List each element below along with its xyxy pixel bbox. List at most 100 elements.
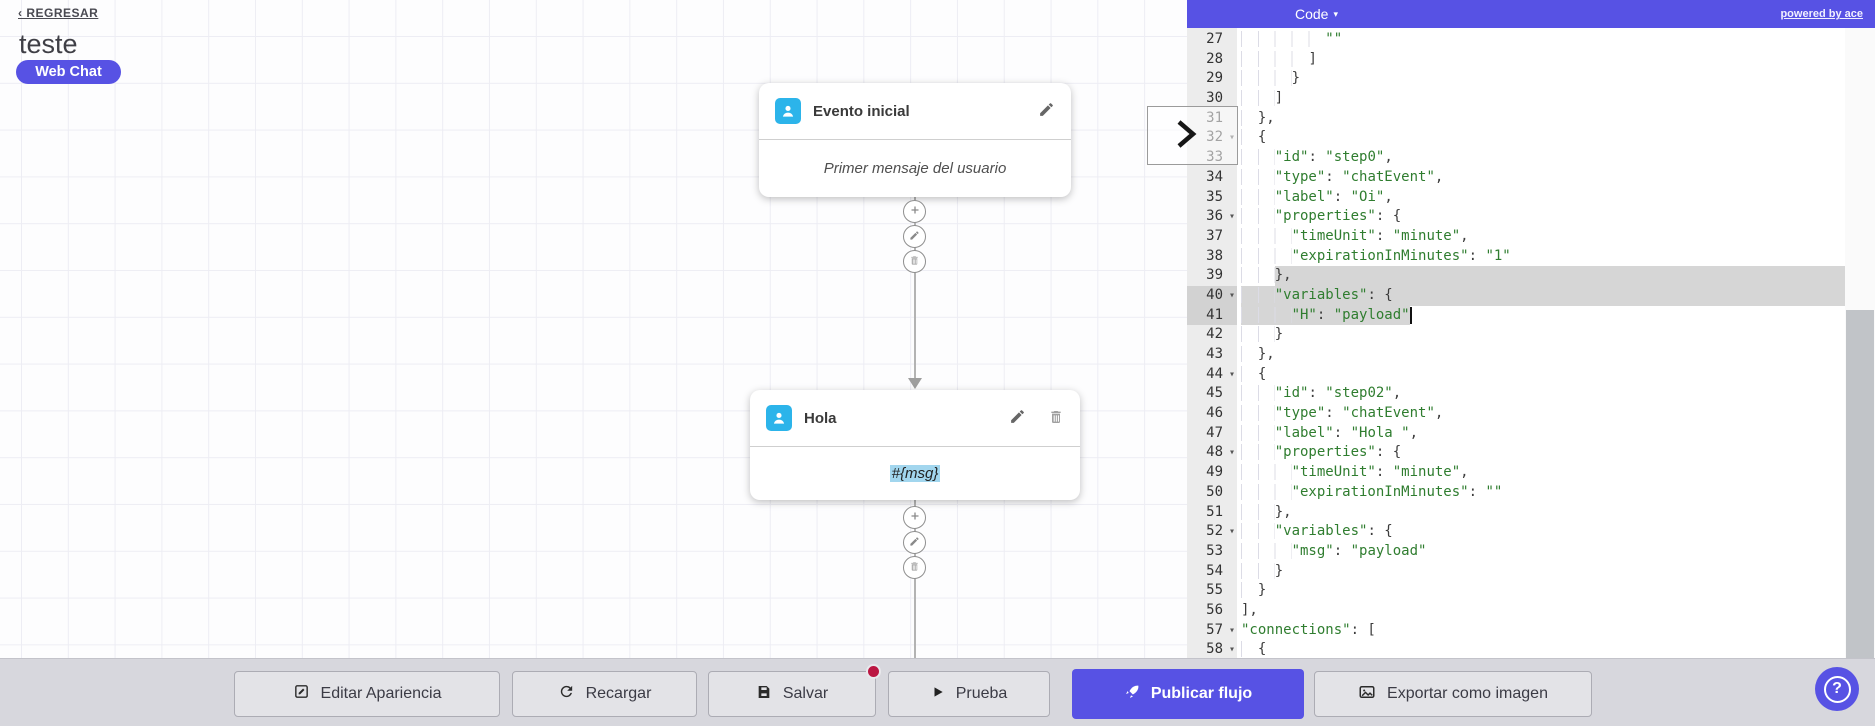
help-button[interactable]: ? <box>1815 667 1859 711</box>
code-line: 43 }, <box>1187 345 1845 365</box>
code-text-area[interactable]: 27 ""28 ]29 }30 ]31 },32▾ {33 "id": "ste… <box>1187 28 1845 658</box>
fold-toggle-icon[interactable]: ▾ <box>1228 211 1235 223</box>
code-line: 54 } <box>1187 561 1845 582</box>
plus-icon <box>909 204 921 219</box>
node-body-text: Primer mensaje del usuario <box>823 160 1007 177</box>
code-line: 28 ] <box>1187 49 1845 70</box>
code-line-content: "expirationInMinutes": "" <box>1237 483 1845 503</box>
code-line-content: ], <box>1241 601 1258 618</box>
edit-step-button[interactable] <box>903 531 926 554</box>
add-step-button[interactable] <box>903 506 926 529</box>
add-step-button[interactable] <box>903 200 926 223</box>
save-button[interactable]: Salvar <box>708 671 876 717</box>
export-image-button[interactable]: Exportar como imagen <box>1314 671 1592 717</box>
text-selection <box>1274 266 1845 286</box>
code-line: 57▾"connections": [ <box>1187 620 1845 641</box>
code-line: 41 "H": "payload" <box>1187 305 1845 326</box>
code-line: 58▾ { <box>1187 640 1845 658</box>
fold-toggle-icon[interactable]: ▾ <box>1228 526 1235 538</box>
code-line-content: "properties": { <box>1237 443 1845 463</box>
button-label: Editar Apariencia <box>320 685 442 702</box>
button-label: Exportar como imagen <box>1387 685 1548 702</box>
pencil-icon <box>1009 408 1026 428</box>
page-title: teste <box>19 29 78 59</box>
edit-step-button[interactable] <box>903 225 926 248</box>
question-mark-icon: ? <box>1823 675 1851 703</box>
code-line-content: ] <box>1237 50 1845 70</box>
code-line-content: }, <box>1237 503 1845 523</box>
line-number: 27 <box>1187 30 1237 50</box>
line-number: 50 <box>1187 482 1237 503</box>
publish-flow-button[interactable]: Publicar flujo <box>1072 669 1304 719</box>
button-label: Prueba <box>955 685 1008 702</box>
fold-toggle-icon[interactable]: ▾ <box>1228 447 1235 459</box>
line-number: 37 <box>1187 226 1237 247</box>
edit-appearance-button[interactable]: Editar Apariencia <box>234 671 500 717</box>
code-line-content: "id": "step0", <box>1237 148 1845 168</box>
code-line-content: } <box>1237 581 1845 601</box>
line-number: 34 <box>1187 167 1237 188</box>
fold-toggle-icon[interactable]: ▾ <box>1228 289 1235 301</box>
scrollbar-thumb[interactable] <box>1846 310 1874 658</box>
powered-by-ace-link[interactable]: powered by ace <box>1780 8 1863 20</box>
node-title: Hola <box>804 409 837 427</box>
code-line: 30 ] <box>1187 89 1845 109</box>
connector-arrow-icon <box>908 378 922 389</box>
code-line-content: ] <box>1237 89 1845 109</box>
connector-line <box>914 197 916 378</box>
code-line: 47 "label": "Hola ", <box>1187 423 1845 444</box>
fold-toggle-icon[interactable]: ▾ <box>1228 624 1235 636</box>
code-line-content: } <box>1237 562 1845 582</box>
save-icon <box>756 684 772 705</box>
delete-step-button[interactable] <box>903 250 926 273</box>
edit-node-button[interactable] <box>1009 408 1026 428</box>
line-number: 52▾ <box>1187 522 1237 542</box>
trash-icon <box>1048 409 1064 428</box>
code-line-content: }, <box>1237 109 1845 129</box>
edit-square-icon <box>293 683 310 705</box>
fold-toggle-icon[interactable]: ▾ <box>1228 368 1235 380</box>
editor-scrollbar[interactable] <box>1845 28 1875 658</box>
button-label: Salvar <box>782 685 829 702</box>
line-number: 46 <box>1187 404 1237 424</box>
pencil-icon <box>909 229 920 244</box>
fold-toggle-icon[interactable]: ▾ <box>1228 644 1235 656</box>
line-number: 44▾ <box>1187 364 1237 385</box>
code-line: 29 } <box>1187 69 1845 90</box>
edit-node-button[interactable] <box>1038 101 1055 121</box>
delete-step-button[interactable] <box>903 556 926 579</box>
test-button[interactable]: Prueba <box>888 671 1050 717</box>
play-icon <box>931 685 945 704</box>
unsaved-changes-dot <box>866 664 881 679</box>
code-line-content: }, <box>1237 345 1845 365</box>
code-line: 38 "expirationInMinutes": "1" <box>1187 246 1845 267</box>
rocket-icon <box>1124 684 1140 705</box>
code-line: 35 "label": "Oi", <box>1187 187 1845 208</box>
code-line-content: "type": "chatEvent", <box>1237 168 1845 188</box>
flow-node-hola[interactable]: Hola #{msg} <box>750 390 1080 500</box>
code-line: 32▾ { <box>1187 128 1845 149</box>
code-line: 48▾ "properties": { <box>1187 443 1845 464</box>
code-line: 27 "" <box>1187 30 1845 50</box>
user-icon <box>766 405 792 431</box>
code-line: 51 }, <box>1187 502 1845 523</box>
line-number: 57▾ <box>1187 620 1237 641</box>
code-line-content: "id": "step02", <box>1237 384 1845 404</box>
code-mode-dropdown[interactable]: Code ▾ <box>1295 6 1338 22</box>
button-label: Recargar <box>585 685 652 702</box>
chevron-down-icon: ▾ <box>1333 8 1338 19</box>
trash-icon <box>909 254 920 269</box>
line-number: 56 <box>1187 600 1237 621</box>
code-line-content: "label": "Hola ", <box>1237 424 1845 444</box>
code-line: 56], <box>1187 600 1845 621</box>
refresh-icon <box>558 683 575 705</box>
delete-node-button[interactable] <box>1048 409 1064 428</box>
flow-node-initial-event[interactable]: Evento inicial Primer mensaje del usuari… <box>759 83 1071 197</box>
image-icon <box>1358 683 1376 706</box>
line-number: 53 <box>1187 541 1237 562</box>
back-link[interactable]: ‹ REGRESAR <box>18 6 99 20</box>
collapse-editor-button[interactable] <box>1147 106 1238 165</box>
code-line-content: "variables": { <box>1237 285 1845 306</box>
code-line: 44▾ { <box>1187 364 1845 385</box>
reload-button[interactable]: Recargar <box>512 671 697 717</box>
